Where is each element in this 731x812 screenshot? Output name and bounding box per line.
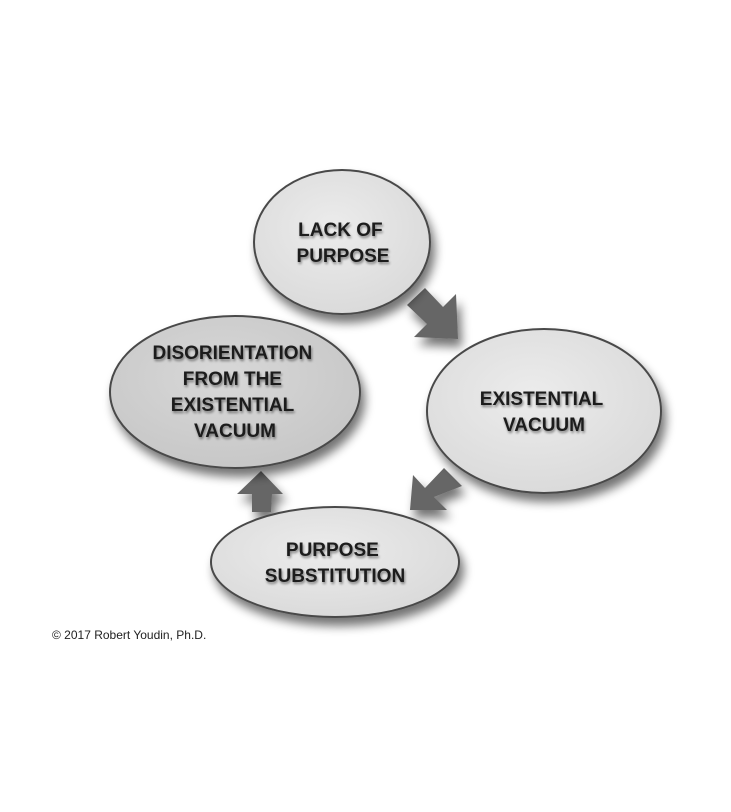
node-disorientation: DISORIENTATION FROM THE EXISTENTIAL VACU… xyxy=(109,315,361,469)
node-label-line: VACUUM xyxy=(194,421,276,442)
node-ellipse xyxy=(253,169,431,315)
svg-text:DISORIENTATION FROM THE: DISORIENTATION FROM THE EXISTENTIAL VACU… xyxy=(152,343,317,442)
arrow-existential-to-substitution xyxy=(410,468,462,510)
svg-text:PURPOSE SUBSTITUTION: PURPOSE SUBSTITUTION xyxy=(265,540,405,587)
copyright-notice: © 2017 Robert Youdin, Ph.D. xyxy=(52,628,207,642)
node-lack-of-purpose: LACK OF PURPOSE xyxy=(253,169,431,315)
node-label-line: VACUUM xyxy=(503,415,585,436)
node-label-line: EXISTENTIAL xyxy=(171,395,295,416)
node-existential-vacuum: EXISTENTIAL VACUUM xyxy=(426,328,662,494)
node-label-line: DISORIENTATION xyxy=(152,343,312,364)
node-label-line: EXISTENTIAL xyxy=(480,389,604,410)
svg-text:LACK OF PURPOSE: LACK OF PURPOSE xyxy=(297,220,390,267)
node-label-line: PURPOSE xyxy=(286,540,379,561)
arrow-substitution-to-disorientation xyxy=(237,471,283,512)
node-label-line: FROM THE xyxy=(183,369,282,390)
node-ellipse xyxy=(426,328,662,494)
node-ellipse xyxy=(109,315,361,469)
node-label-line: LACK OF xyxy=(298,220,382,241)
node-purpose-substitution: PURPOSE SUBSTITUTION xyxy=(210,506,460,618)
arrow-lack-to-existential xyxy=(407,288,458,339)
node-label-line: PURPOSE xyxy=(297,246,390,267)
node-ellipse xyxy=(210,506,460,618)
node-label-line: SUBSTITUTION xyxy=(265,566,405,587)
svg-text:EXISTENTIAL VACUUM: EXISTENTIAL VACUUM xyxy=(480,389,608,436)
